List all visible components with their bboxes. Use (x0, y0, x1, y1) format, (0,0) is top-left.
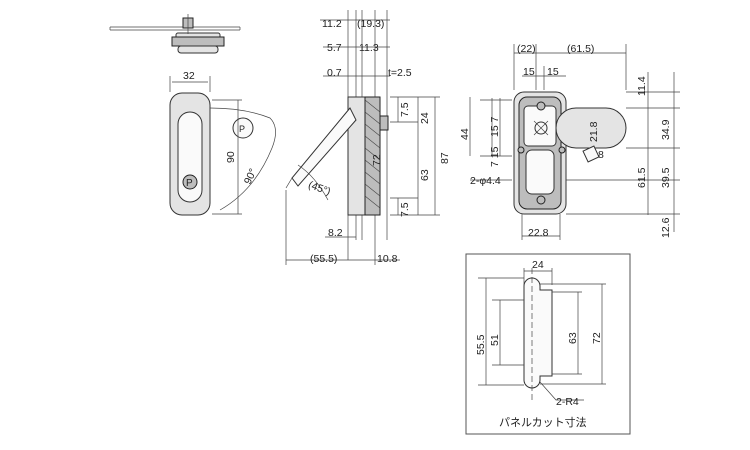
dim-7-15: 7 15 (489, 146, 501, 167)
dim-19-3: (19.3) (357, 18, 384, 30)
dim-32: 32 (183, 70, 195, 82)
panel-cutout-frame (465, 253, 631, 435)
dim-44: 44 (459, 128, 471, 140)
dim-90-deg: 90° (242, 167, 260, 186)
dim-7-5-bot: 7.5 (399, 202, 411, 217)
dim-63-side: 63 (419, 169, 431, 181)
dim-cutout-55-5: 55.5 (475, 334, 487, 355)
dim-15-left: 15 (523, 66, 535, 78)
dim-cutout-24: 24 (532, 259, 544, 271)
dim-10-8: 10.8 (377, 253, 398, 265)
dim-12-6: 12.6 (660, 217, 672, 238)
dim-34-9: 34.9 (660, 119, 672, 140)
dim-39-5: 39.5 (660, 167, 672, 188)
dim-22: (22) (517, 43, 536, 55)
dim-cutout-51: 51 (489, 334, 501, 346)
side-view: 11.2 (19.3) 5.7 11.3 0.7 t=2.5 (45°) 7.5… (285, 10, 451, 265)
dim-11-3: 11.3 (359, 42, 379, 54)
dim-7-5-top: 7.5 (399, 102, 411, 117)
dim-11-4: 11.4 (636, 76, 648, 96)
dim-72-side: 72 (371, 154, 383, 166)
dim-8-2: 8.2 (328, 227, 343, 239)
dim-t-2-5: t=2.5 (388, 67, 412, 79)
dim-61-5-top: (61.5) (567, 43, 594, 55)
dim-5-7: 5.7 (327, 42, 342, 54)
dim-87: 87 (439, 152, 451, 164)
dim-15-right: 15 (547, 66, 559, 78)
dim-61-5-right: 61.5 (636, 167, 648, 188)
lock-key-symbol-rotated: P (239, 124, 245, 134)
dim-21-8: 21.8 (588, 121, 600, 142)
panel-cutout-caption: パネルカット寸法 (499, 415, 587, 429)
cutout-shape (523, 277, 553, 389)
dim-24-side: 24 (419, 112, 431, 124)
front-view: P P 32 90 90° (169, 70, 276, 216)
square-8-label: 8 (598, 149, 604, 161)
dim-90: 90 (225, 151, 237, 163)
top-view (109, 14, 241, 54)
dim-cutout-72: 72 (591, 332, 603, 344)
hole-callout: 2-φ4.4 (470, 175, 501, 187)
lock-key-symbol: P (186, 178, 193, 189)
dim-cutout-r4: 2-R4 (556, 396, 579, 408)
dim-cutout-63: 63 (567, 332, 579, 344)
dim-22-8: 22.8 (528, 227, 549, 239)
dim-0-7: 0.7 (327, 67, 342, 79)
dim-55-5-side: (55.5) (310, 253, 337, 265)
panel-cutout-view: 24 55.5 51 63 72 2-R4 パネルカット寸法 (465, 253, 631, 435)
dim-45-deg: (45°) (307, 179, 333, 198)
dim-15-7: 15 7 (489, 116, 501, 137)
dim-11-2: 11.2 (322, 18, 342, 30)
rear-view: 8 (22) (61.5) 15 15 44 15 7 7 15 21.8 2-… (459, 43, 680, 240)
